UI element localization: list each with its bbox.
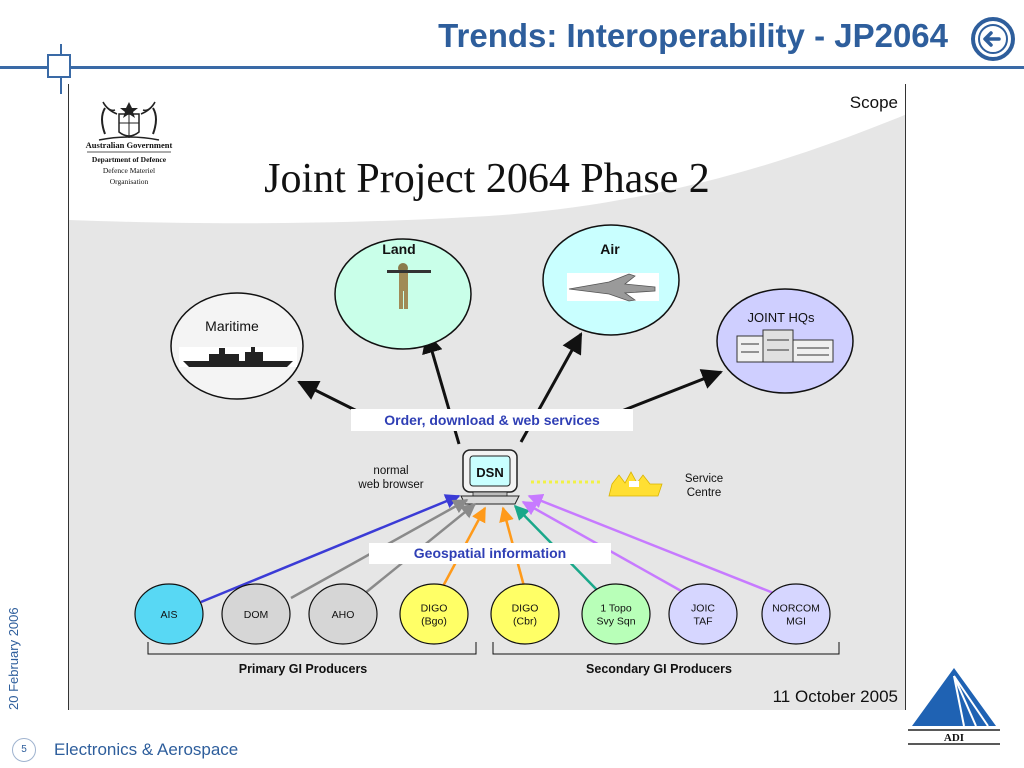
scope-label: Scope [850, 93, 898, 112]
jp2064-diagram: Australian Government Department of Defe… [69, 84, 905, 710]
main-diagram-title: Joint Project 2064 Phase 2 [264, 156, 710, 202]
producer-label: TAF [693, 616, 712, 628]
geospatial-box [369, 543, 611, 564]
adi-logo: ADI [908, 668, 1000, 745]
org-line-2: Department of Defence [92, 155, 167, 164]
soldier-icon [387, 263, 431, 309]
diagram-date: 11 October 2005 [773, 687, 898, 706]
building-icon [736, 329, 834, 363]
primary-producers-label: Primary GI Producers [239, 662, 368, 676]
producer-ellipse [399, 583, 469, 645]
fighter-jet-icon [567, 273, 659, 302]
slide-title: Trends: Interoperability - JP2064 [438, 17, 948, 54]
producer-node: DOM [221, 583, 291, 645]
services-label: Order, download & web services [384, 412, 600, 428]
producer-ellipse [308, 583, 378, 645]
land-label: Land [382, 241, 415, 257]
service-centre-label-line-1: Service [685, 473, 723, 485]
background-curve [69, 84, 905, 224]
service-centre-label-line-2: Centre [687, 487, 722, 499]
producer-ellipse [761, 583, 831, 645]
producer-label: DIGO [512, 603, 539, 615]
diagram-frame: Australian Government Department of Defe… [68, 84, 906, 710]
producer-label: 1 Topo [600, 603, 631, 615]
producer-ellipse [221, 583, 291, 645]
producer-label: JOIC [691, 603, 715, 615]
back-arrow-icon[interactable] [970, 16, 1016, 62]
producer-node: AIS [134, 583, 204, 645]
org-line-4: Organisation [110, 177, 149, 186]
producer-label: (Bgo) [421, 616, 447, 628]
services-box [351, 409, 633, 431]
browser-label-line-2: web browser [357, 479, 423, 491]
svg-text:ADI: ADI [944, 732, 964, 744]
joint-hqs-label: JOINT HQs [748, 310, 815, 325]
producer-ellipse [490, 583, 560, 645]
producer-label: DIGO [421, 603, 448, 615]
coat-of-arms-icon [98, 101, 160, 141]
dsn-label: DSN [476, 465, 503, 480]
page-number: 5 [12, 738, 36, 762]
producer-label: MGI [786, 616, 806, 628]
primary-bracket [147, 642, 477, 655]
producer-ellipse [581, 583, 651, 645]
producer-label: DOM [244, 609, 269, 621]
org-line-3: Defence Materiel [103, 166, 155, 175]
producer-node: AHO [308, 583, 378, 645]
service-centre-icon [608, 471, 663, 497]
footer-text: Electronics & Aerospace [54, 740, 239, 759]
producer-label: NORCOM [772, 603, 820, 615]
slide-date: 20 February 2006 [6, 607, 21, 710]
producer-label: (Cbr) [513, 616, 537, 628]
producer-node: DIGO(Bgo) [399, 583, 469, 645]
producer-label: AIS [161, 609, 178, 621]
crosshair-box [47, 54, 71, 78]
org-line-1: Australian Government [86, 140, 173, 150]
title-rule [0, 66, 1024, 69]
secondary-producers-label: Secondary GI Producers [586, 662, 732, 676]
geospatial-label: Geospatial information [414, 545, 566, 561]
maritime-node [170, 292, 304, 400]
air-label: Air [600, 241, 620, 257]
producer-node: DIGO(Cbr) [490, 583, 560, 645]
maritime-label: Maritime [205, 318, 259, 334]
producer-ellipse [134, 583, 204, 645]
producer-ellipse [668, 583, 738, 645]
ship-icon [179, 347, 297, 367]
producer-label: AHO [332, 609, 355, 621]
browser-label-line-1: normal [373, 465, 408, 477]
producer-label: Svy Sqn [596, 616, 635, 628]
secondary-bracket [492, 642, 840, 655]
